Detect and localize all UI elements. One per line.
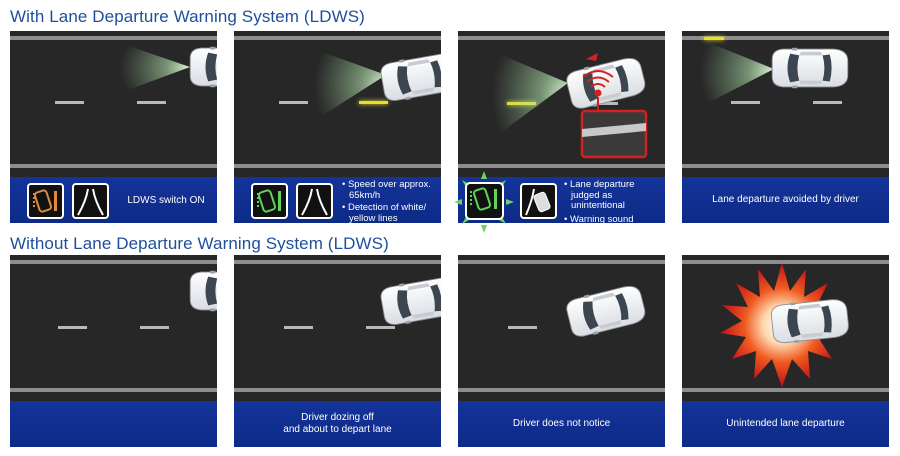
- without-panel-4: Unintended lane departure: [682, 255, 889, 447]
- section-title-without-ldws: Without Lane Departure Warning System (L…: [10, 234, 389, 253]
- car-top-view-icon: [378, 50, 441, 104]
- car-lane-indicator-icon: [251, 183, 288, 219]
- camera-beam: [700, 39, 774, 107]
- caption: [10, 401, 217, 447]
- lane-line-top: [458, 36, 665, 40]
- car-top-view-icon: [378, 274, 441, 328]
- lane-line-bottom: [234, 164, 441, 168]
- lane-dash: [813, 101, 842, 104]
- lane-dash: [284, 326, 313, 329]
- info-bar: Unintended lane departure: [682, 401, 889, 447]
- lane-line-top: [682, 260, 889, 264]
- car-scene: [314, 49, 441, 121]
- camera-beam: [492, 51, 568, 139]
- caption: Driver does not notice: [512, 418, 611, 429]
- lane-line-bottom: [682, 388, 889, 392]
- zoom-lane-line: [582, 123, 646, 137]
- bullet-item: • Warning sound: [564, 213, 634, 223]
- caption-line: Driver dozing off: [301, 412, 374, 423]
- lane-dash: [508, 326, 537, 329]
- flashing-indicator: [454, 171, 514, 233]
- car-top-view-icon: [189, 270, 217, 312]
- lane-line-top: [682, 36, 889, 40]
- lane-line-top: [234, 36, 441, 40]
- car-scene: [720, 263, 851, 387]
- lane-line-bottom: [458, 164, 665, 168]
- caption: Unintended lane departure: [726, 418, 845, 429]
- with-panel-1: LDWS switch ON: [10, 31, 217, 223]
- car-lane-departure-icon: [520, 183, 557, 219]
- bullet-item: • Lane departure judged as unintentional: [564, 179, 635, 211]
- lane-line-top: [10, 36, 217, 40]
- camera-beam: [314, 49, 386, 121]
- without-panel-1: [10, 255, 217, 447]
- lane-line-bottom: [234, 388, 441, 392]
- camera-beam: [120, 43, 190, 93]
- caption: LDWS switch ON: [127, 194, 205, 206]
- info-bar: • Speed over approx. 65km/h • Detection …: [234, 177, 441, 223]
- bullet-list: • Lane departure judged as unintentional…: [564, 179, 664, 223]
- lane-line-top: [458, 260, 665, 264]
- car-scene: [120, 43, 217, 93]
- lane-dash: [731, 101, 760, 104]
- lane-dash: [137, 101, 166, 104]
- bullet-item: • Speed over approx. 65km/h: [342, 179, 431, 201]
- warning-sound-icon: [582, 70, 614, 97]
- car-top-view-icon: [563, 281, 649, 341]
- lane-dash-detected: [359, 101, 388, 104]
- info-bar: Driver does not notice: [458, 401, 665, 447]
- lane-line-bottom: [10, 388, 217, 392]
- info-bar: Lane departure avoided by driver: [682, 177, 889, 223]
- with-panel-4: Lane departure avoided by driver: [682, 31, 889, 223]
- car-lane-indicator-icon: [27, 183, 64, 219]
- lane-dash: [55, 101, 84, 104]
- with-panel-3: • Lane departure judged as unintentional…: [454, 31, 665, 233]
- bullet-list: • Speed over approx. 65km/h • Detection …: [342, 179, 438, 223]
- info-bar: LDWS switch ON: [10, 177, 217, 223]
- lane-line-top: [10, 260, 217, 264]
- car-top-view-icon: [563, 53, 649, 113]
- lane-dash: [140, 326, 169, 329]
- lane-line-bottom: [10, 164, 217, 168]
- lane-line-detected: [704, 37, 724, 40]
- car-scene: [700, 39, 849, 107]
- with-panel-2: • Speed over approx. 65km/h • Detection …: [234, 31, 441, 223]
- car-scene: [189, 270, 217, 312]
- caption: Lane departure avoided by driver: [712, 194, 859, 205]
- without-panel-3: Driver does not notice: [458, 255, 665, 447]
- car-top-view-icon: [189, 46, 217, 88]
- lane-dash: [366, 326, 395, 329]
- bullet-item: • Detection of white/ yellow lines: [342, 202, 427, 223]
- lane-lines-icon: [296, 183, 333, 219]
- car-scene: [378, 274, 441, 328]
- lane-line-top: [234, 260, 441, 264]
- car-scene: [492, 51, 649, 159]
- lane-line-bottom: [682, 164, 889, 168]
- caption-line: and about to depart lane: [283, 424, 392, 435]
- lane-line-bottom: [458, 388, 665, 392]
- info-bar: [10, 401, 217, 447]
- lane-lines-icon: [72, 183, 109, 219]
- car-scene: [563, 281, 649, 341]
- lane-dash: [279, 101, 308, 104]
- lane-dash: [58, 326, 87, 329]
- section-title-with-ldws: With Lane Departure Warning System (LDWS…: [10, 7, 365, 26]
- arrow-icon: [586, 53, 598, 61]
- car-top-view-icon: [771, 47, 849, 89]
